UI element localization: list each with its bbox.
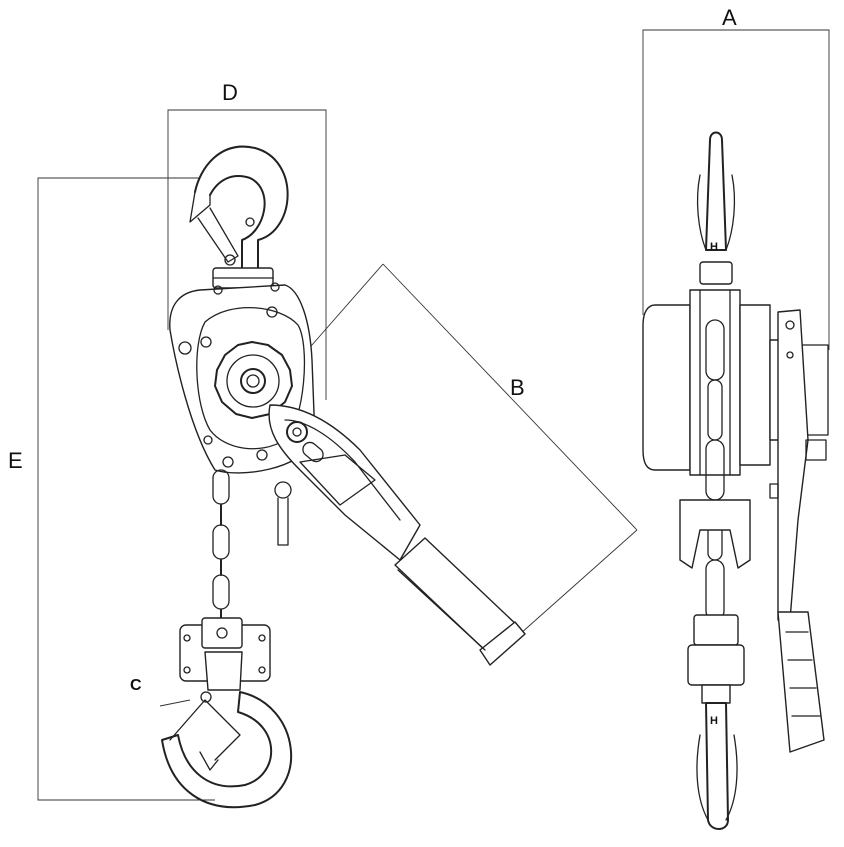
dim-label-b: B (510, 375, 525, 400)
side-view-hoist: H (642, 131, 829, 830)
side-top-hook: H (696, 131, 736, 285)
dim-label-d: D (222, 80, 238, 105)
front-view-hoist (159, 145, 526, 809)
load-chain (212, 469, 230, 621)
side-lever (769, 309, 827, 753)
dim-label-e: E (8, 448, 23, 473)
bottom-hook (159, 617, 293, 809)
side-bottom-hook: H (687, 614, 745, 830)
lever-handle (268, 404, 526, 666)
pull-handle (274, 481, 292, 546)
side-link-mark-top: H (710, 241, 718, 253)
side-chain-guide (679, 499, 751, 569)
side-housing (642, 289, 829, 476)
side-link-mark-bottom: H (710, 715, 718, 727)
top-hook (189, 145, 289, 289)
dim-label-a: A (722, 5, 737, 30)
dimension-lines (37, 29, 830, 801)
dim-label-c: C (130, 677, 142, 694)
